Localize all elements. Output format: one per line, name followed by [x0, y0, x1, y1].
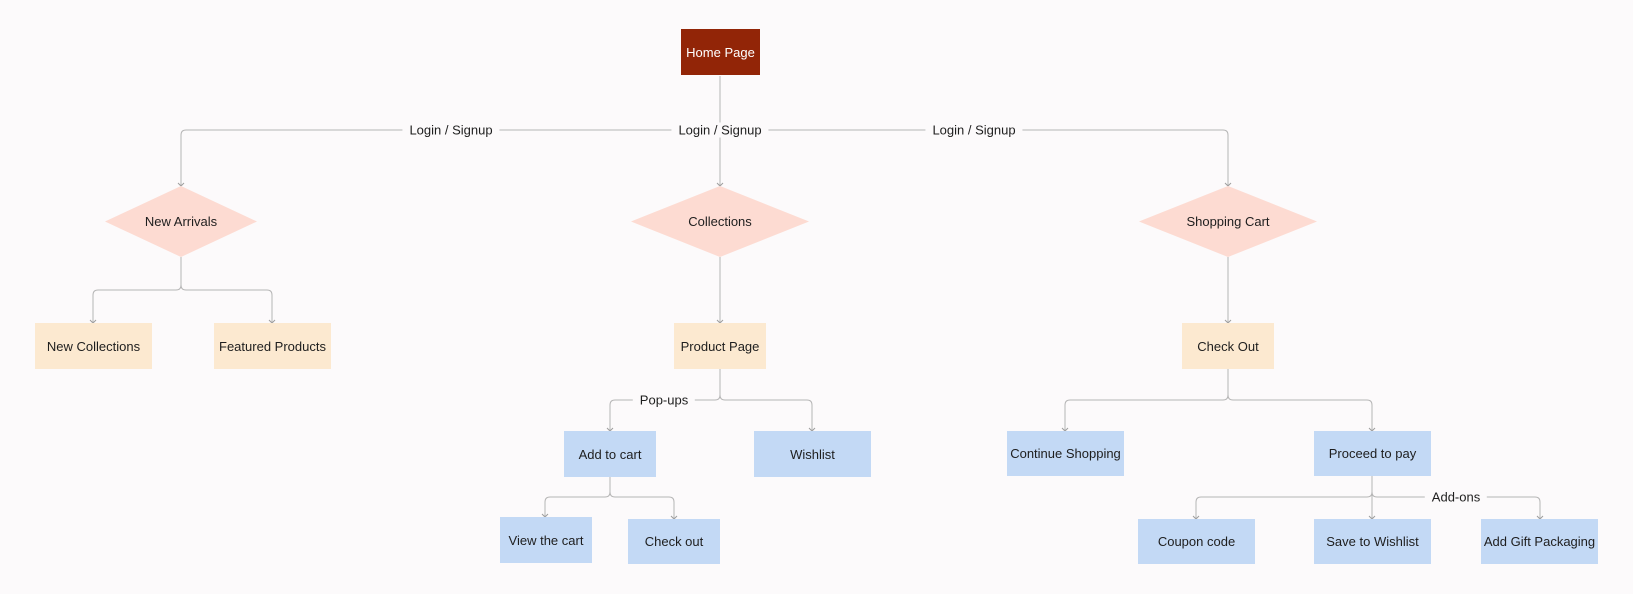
- connector-proceed-to-gift-packaging: [1371, 491, 1544, 520]
- connector-check-out-to-proceed-to-pay: [1227, 394, 1376, 432]
- connector-add-to-cart-to-view-cart: [541, 477, 611, 518]
- connector-new-arrivals-to-featured-products: [180, 284, 276, 324]
- connector-add-to-cart-to-check-out: [609, 491, 678, 520]
- connector-home-to-new-arrivals: [177, 76, 721, 187]
- check-out-node[interactable]: Check Out: [1182, 323, 1274, 369]
- new-arrivals-label: New Arrivals: [144, 214, 218, 229]
- edge-label-login-center: Login / Signup: [671, 122, 769, 138]
- diamond-shape: [631, 186, 809, 257]
- edge-label-login-right: Login / Signup: [925, 122, 1023, 138]
- continue-shopping-node[interactable]: Continue Shopping: [1007, 431, 1124, 476]
- featured-products-node[interactable]: Featured Products: [214, 323, 331, 369]
- connector-home-to-shopping-cart: [720, 129, 1232, 187]
- coupon-code-node[interactable]: Coupon code: [1138, 519, 1255, 564]
- new-collections-node[interactable]: New Collections: [35, 323, 152, 369]
- shopping-cart-decision[interactable]: Shopping Cart: [1139, 186, 1317, 257]
- collections-label: Collections: [688, 214, 752, 229]
- diamond-shape: [105, 186, 257, 257]
- proceed-to-pay-node[interactable]: Proceed to pay: [1314, 431, 1431, 476]
- view-the-cart-node[interactable]: View the cart: [500, 517, 592, 563]
- edge-label-login-left: Login / Signup: [402, 122, 500, 138]
- check-out-sub-node[interactable]: Check out: [628, 519, 720, 564]
- add-to-cart-node[interactable]: Add to cart: [564, 431, 656, 477]
- connector-check-out-to-continue-shopping: [1061, 369, 1229, 432]
- shopping-cart-label: Shopping Cart: [1186, 214, 1270, 229]
- wishlist-node[interactable]: Wishlist: [754, 431, 871, 477]
- save-to-wishlist-node[interactable]: Save to Wishlist: [1314, 519, 1431, 564]
- home-page-node[interactable]: Home Page: [681, 29, 760, 75]
- add-gift-packaging-node[interactable]: Add Gift Packaging: [1481, 519, 1598, 564]
- collections-decision[interactable]: Collections: [631, 186, 809, 257]
- product-page-node[interactable]: Product Page: [674, 323, 766, 369]
- edge-label-popups: Pop-ups: [632, 392, 696, 408]
- connector-proceed-to-coupon-code: [1192, 476, 1373, 520]
- connector-product-page-to-wishlist: [719, 394, 816, 432]
- connector-new-arrivals-to-new-collections: [89, 257, 182, 324]
- edge-label-addons: Add-ons: [1424, 489, 1488, 505]
- diamond-shape: [1139, 186, 1317, 257]
- new-arrivals-decision[interactable]: New Arrivals: [105, 186, 257, 257]
